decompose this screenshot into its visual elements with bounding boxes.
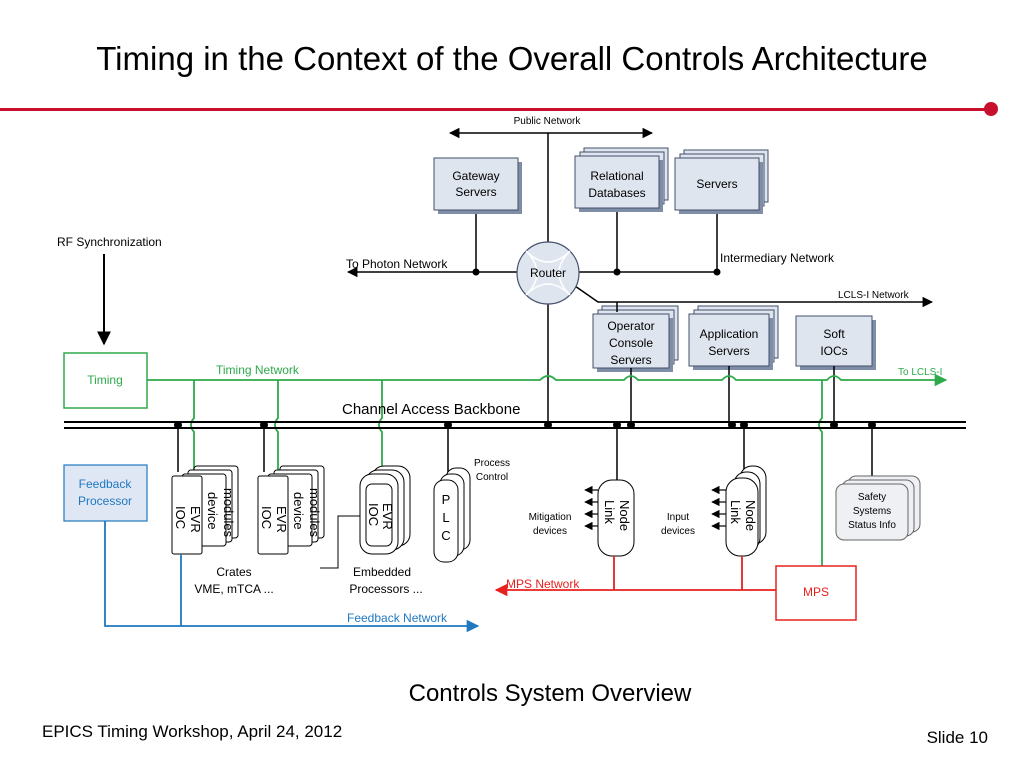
safety-label-line-1: Safety — [858, 492, 886, 503]
channel-access-backbone-label: Channel Access Backbone — [342, 401, 520, 418]
crates-label-line-2: VME, mTCA ... — [194, 582, 273, 596]
embedded-label-line-1: Embedded — [353, 565, 411, 579]
public-network-label: Public Network — [514, 116, 582, 127]
soft-iocs-label-line-1: Soft — [823, 327, 845, 341]
plc: P L C Process Control — [433, 458, 510, 563]
servers-label: Servers — [696, 177, 737, 191]
crate-1: modules device EVR IOC — [171, 465, 239, 555]
embedded-processors: EVR IOC Embedded Processors ... — [320, 465, 423, 596]
link-node-2-node-label: Node — [743, 500, 758, 531]
crate-1-device-label: device — [205, 492, 220, 530]
gateway-servers-label-line-1: Gateway — [452, 169, 499, 183]
link-node-1-link-label: Link — [602, 500, 617, 524]
relational-databases-box: Relational Databases — [574, 147, 669, 212]
application-servers-label-line-1: Application — [700, 327, 759, 341]
mitigation-devices-label-line-2: devices — [533, 526, 567, 537]
application-servers-label-line-2: Servers — [708, 344, 749, 358]
safety-label-line-2: Systems — [853, 506, 891, 517]
link-node-input: Link Node Input devices — [661, 465, 767, 557]
timing-network: Timing Network To LCLS-I — [147, 363, 948, 566]
crate-1-ioc-label: IOC — [173, 506, 188, 529]
footer-event-label: EPICS Timing Workshop, April 24, 2012 — [42, 722, 343, 741]
title-rule-end-dot — [984, 102, 998, 116]
rf-synchronization: RF Synchronization — [57, 235, 162, 346]
safety-systems-status-box: Safety Systems Status Info — [835, 475, 921, 541]
timing-box: Timing — [63, 352, 148, 409]
input-devices-label-line-2: devices — [661, 526, 695, 537]
feedback-network-label: Feedback Network — [347, 611, 448, 625]
crate-2-ioc-label: IOC — [259, 506, 274, 529]
safety-label-line-3: Status Info — [848, 520, 896, 531]
operator-console-label-line-2: Console — [609, 336, 653, 350]
operator-console-servers-box: Operator Console Servers — [592, 305, 679, 372]
embedded-ioc-label: IOC — [366, 503, 381, 526]
to-lcls1-label: To LCLS-I — [898, 367, 942, 378]
soft-iocs-box: Soft IOCs — [795, 315, 876, 370]
router: Router — [516, 241, 580, 425]
mps-network: MPS Network — [494, 556, 776, 597]
gateway-servers-box: Gateway Servers — [433, 157, 522, 214]
embedded-label-line-2: Processors ... — [349, 582, 422, 596]
crate-2-modules-label: modules — [307, 488, 322, 538]
feedback-network: Feedback Network — [104, 521, 480, 633]
feedback-processor-label-line-1: Feedback — [79, 477, 133, 491]
crate-2-evr-label: EVR — [274, 506, 289, 533]
link-node-2-link-label: Link — [728, 500, 743, 524]
crate-2-device-label: device — [291, 492, 306, 530]
title-rule — [0, 108, 990, 111]
router-label: Router — [530, 266, 566, 280]
crates-label-line-1: Crates — [216, 565, 251, 579]
operator-console-label-line-1: Operator — [607, 319, 654, 333]
lcls1-network-label: LCLS-I Network — [838, 290, 910, 301]
slide-title: Timing in the Context of the Overall Con… — [96, 40, 928, 77]
soft-iocs-label-line-2: IOCs — [820, 344, 847, 358]
mitigation-devices-label-line-1: Mitigation — [529, 512, 572, 523]
gateway-servers-label-line-2: Servers — [455, 185, 496, 199]
mps-network-label: MPS Network — [506, 577, 580, 591]
feedback-processor-label-line-2: Processor — [78, 494, 132, 508]
plc-letter-l: L — [442, 510, 449, 525]
rf-synchronization-label: RF Synchronization — [57, 235, 162, 249]
operator-console-label-line-3: Servers — [610, 353, 651, 367]
slide-number: Slide 10 — [926, 728, 988, 747]
crate-1-evr-label: EVR — [188, 506, 203, 533]
mps-box-label: MPS — [803, 585, 829, 599]
intermediary-network: To Photon Network Intermediary Network — [346, 251, 835, 278]
intermediary-network-label: Intermediary Network — [720, 251, 835, 265]
relational-databases-label-line-2: Databases — [588, 186, 645, 200]
plc-letter-p: P — [442, 492, 451, 507]
servers-box: Servers — [674, 149, 769, 214]
crates-caption: Crates VME, mTCA ... — [194, 565, 273, 596]
diagram-caption: Controls System Overview — [408, 680, 692, 707]
process-control-label-line-2: Control — [476, 472, 508, 483]
lcls1-network: LCLS-I Network — [574, 285, 934, 308]
input-devices-label-line-1: Input — [667, 512, 689, 523]
channel-access-backbone: Channel Access Backbone — [64, 401, 966, 429]
plc-letter-c: C — [441, 528, 450, 543]
embedded-evr-label: EVR — [380, 503, 395, 530]
photon-network-label: To Photon Network — [346, 257, 448, 271]
crate-1-modules-label: modules — [221, 488, 236, 538]
mps-box: MPS — [775, 565, 857, 621]
link-node-mitigation: Link Node Mitigation devices — [529, 479, 635, 557]
timing-box-label: Timing — [87, 373, 123, 387]
timing-network-label: Timing Network — [216, 363, 300, 377]
application-servers-box: Application Servers — [688, 305, 779, 370]
relational-databases-label-line-1: Relational — [590, 169, 643, 183]
link-node-1-node-label: Node — [617, 500, 632, 531]
public-network: Public Network — [448, 116, 654, 243]
process-control-label-line-1: Process — [474, 458, 510, 469]
feedback-processor-box: Feedback Processor — [63, 464, 148, 522]
crate-2: modules device EVR IOC — [257, 465, 325, 555]
